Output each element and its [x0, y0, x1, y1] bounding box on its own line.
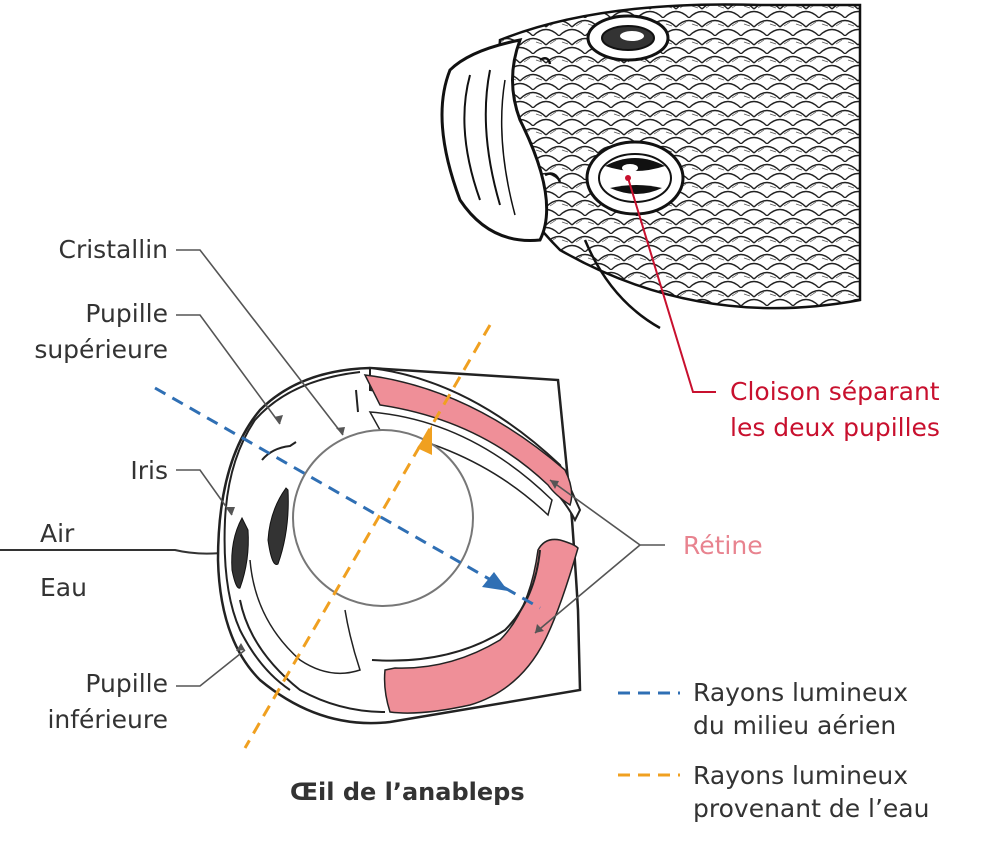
lower-cornea	[249, 559, 361, 675]
air-ray-arrow	[482, 572, 508, 591]
air-ray	[154, 386, 541, 610]
cornea	[223, 371, 361, 691]
fish-barbel	[583, 239, 661, 330]
fish-jaw	[440, 37, 549, 242]
retina-upper	[363, 374, 573, 507]
leader-pupille-inf	[176, 649, 246, 687]
legend-air-line2: du milieu aérien	[693, 711, 897, 740]
fish-head-illustration	[440, 3, 862, 330]
fish-body	[493, 3, 862, 310]
label-pupille-inf-2: inférieure	[47, 705, 168, 734]
label-retine: Rétine	[683, 531, 763, 560]
iris-back	[267, 487, 289, 565]
legend-water-line1: Rayons lumineux	[693, 761, 909, 790]
leader-retine-lower	[534, 544, 641, 634]
anableps-eye	[216, 366, 582, 725]
fish-pupil-upper	[605, 158, 665, 171]
eye-partition	[261, 441, 297, 461]
label-cloison-1: Cloison séparant	[730, 377, 940, 406]
label-cloison-2: les deux pupilles	[730, 413, 940, 442]
label-cristallin: Cristallin	[58, 235, 168, 264]
fish-nostril	[539, 56, 552, 65]
diagram-caption: Œil de l’anableps	[290, 778, 525, 806]
water-ray	[243, 324, 492, 749]
leader-cristallin	[176, 249, 344, 436]
fish-pupil-lower	[610, 185, 662, 194]
label-air: Air	[40, 519, 75, 548]
cloison-callout-line	[627, 177, 716, 393]
legend-water-line2: provenant de l’eau	[693, 794, 930, 823]
label-eau: Eau	[40, 573, 87, 602]
leader-iris	[176, 469, 233, 516]
label-iris: Iris	[130, 456, 168, 485]
iris-front	[231, 516, 249, 589]
legend-air-line1: Rayons lumineux	[693, 678, 909, 707]
label-pupille-inf-1: Pupille	[85, 669, 168, 698]
label-pupille-sup-2: supérieure	[34, 335, 168, 364]
air-water-line	[0, 549, 231, 555]
water-ray-arrow	[417, 425, 432, 455]
leader-pupille-sup	[176, 314, 281, 425]
label-pupille-sup-1: Pupille	[85, 299, 168, 328]
retina-lower	[383, 538, 579, 714]
leader-lines	[176, 249, 665, 687]
